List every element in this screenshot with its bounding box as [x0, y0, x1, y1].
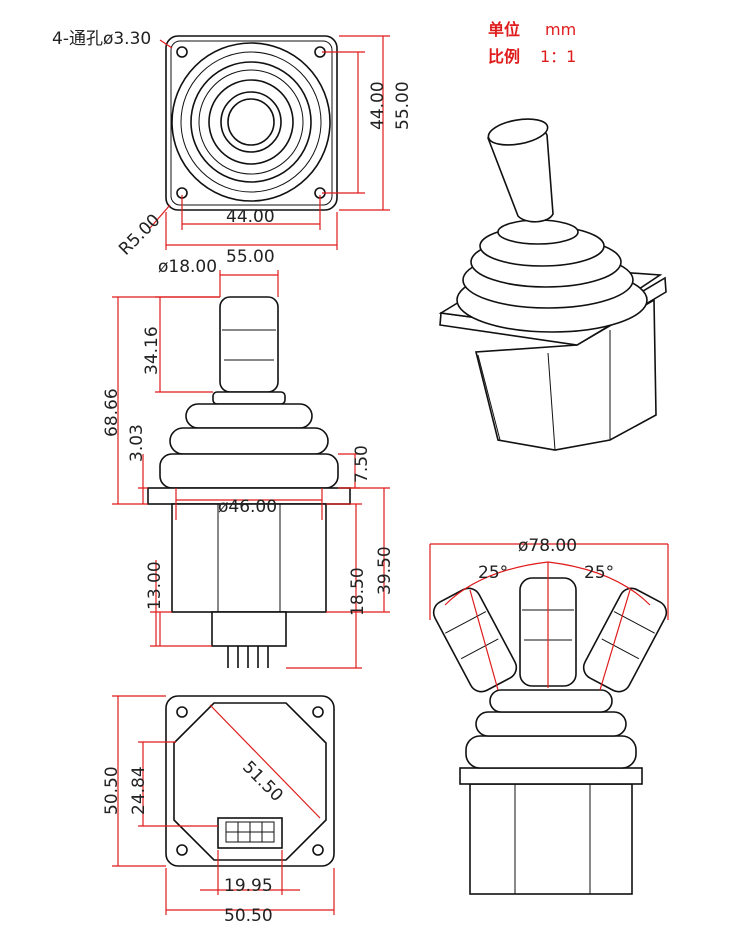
hole-callout: 4-通孔ø3.30: [52, 29, 151, 49]
swing-handle-right: [582, 587, 668, 693]
top-height-dims: [357, 36, 384, 210]
front-boot-3: [159, 453, 339, 489]
bottom-width-dim: [165, 868, 335, 915]
base-height-label: 18.50: [348, 567, 368, 616]
total-height-label: 68.66: [102, 388, 122, 437]
flange-gap-label: 3.03: [127, 424, 147, 462]
mounting-plate-inner: [170, 40, 333, 206]
boot-ring-1: [171, 42, 331, 202]
mounting-plate-outline: [165, 35, 338, 211]
swing-boot-3: [489, 689, 613, 713]
swing-view: ø78.00 25° 25°: [429, 536, 669, 895]
front-body: [171, 503, 327, 613]
bottom-offset-dim: [138, 741, 218, 827]
handle-cap: [227, 98, 275, 146]
top-inner-width: 44.00: [226, 207, 275, 227]
angle-left-label: 25°: [478, 563, 508, 583]
front-body-height-dim: [326, 487, 390, 613]
front-base-height-dim: [286, 503, 362, 669]
bottom-diagonal-dim: [209, 704, 321, 819]
swing-angle-lines: [469, 562, 631, 691]
front-view: ø18.00 34.16 68.66 3.03 7.50 ø46.00 39.5…: [102, 257, 395, 669]
swing-span-dim: [429, 543, 669, 620]
front-handle-dia-dim: [219, 270, 279, 297]
boot-ring-5: [208, 79, 294, 165]
bottom-height-dim: [112, 695, 166, 867]
top-width-dims: [166, 223, 337, 246]
front-gap-dim: [138, 454, 148, 504]
iso-collar: [497, 219, 579, 245]
swing-boot-1: [465, 735, 637, 769]
swing-span-label: ø78.00: [518, 536, 577, 556]
swing-boot-2: [475, 711, 627, 737]
connector-offset-label: 24.84: [129, 766, 149, 815]
bottom-view: 51.50 50.50 24.84 19.95 50.50: [102, 695, 335, 926]
bottom-pin-grid: [226, 822, 274, 842]
radius-leader: [149, 204, 171, 229]
iso-body-edges: [477, 330, 611, 451]
front-boot-1: [185, 403, 313, 429]
swing-body: [469, 783, 633, 895]
top-height-ext: [322, 35, 390, 211]
bottom-height-label: 50.50: [102, 766, 122, 815]
scale-value: 1：1: [540, 47, 576, 66]
bottom-octagon: [173, 702, 327, 861]
boot-ring-3: [190, 61, 312, 183]
top-view: 4-通孔ø3.30 R5.00 44.00 55.00 44.00 55.00: [52, 29, 413, 267]
scale-label: 比例: [488, 47, 520, 66]
front-boot-dia-dim: [175, 488, 323, 520]
front-body-edges: [217, 504, 281, 612]
top-outer-width: 55.00: [226, 247, 275, 267]
notes-block: 单位 mm 比例 1：1: [488, 20, 576, 66]
bottom-width-label: 50.50: [224, 906, 273, 926]
swing-body-edges: [514, 784, 591, 894]
pin-height-label: 13.00: [145, 561, 165, 610]
front-pins: [227, 646, 269, 668]
front-handle: [219, 296, 279, 393]
unit-label: 单位: [488, 20, 520, 39]
hole-leader: [159, 39, 173, 49]
boot-height-label: 7.50: [352, 445, 372, 483]
angle-right-label: 25°: [584, 563, 614, 583]
body-height-label: 39.50: [375, 546, 395, 595]
swing-flange: [459, 767, 643, 785]
boot-ring-4: [198, 69, 304, 175]
front-boot-2: [169, 427, 329, 455]
bottom-connector-width-dim: [200, 850, 300, 895]
handle-dia-label: ø18.00: [158, 257, 217, 277]
iso-handle-top: [487, 118, 549, 146]
top-inner-height: 44.00: [368, 81, 388, 130]
top-ext-lines: [165, 195, 338, 250]
bottom-hole-tr: [312, 706, 324, 718]
bottom-hole-bl: [176, 844, 188, 856]
front-handle-height-dim: [155, 296, 220, 393]
radius-label: R5.00: [115, 210, 164, 259]
diagonal-label: 51.50: [238, 757, 287, 806]
bottom-plate-outline: [165, 695, 335, 867]
front-collar: [212, 391, 286, 405]
isometric-view: [438, 118, 667, 451]
boot-dia-label: ø46.00: [218, 497, 277, 517]
top-outer-height: 55.00: [393, 81, 413, 130]
front-pin-height-dim: [150, 560, 212, 647]
mount-hole-tl: [176, 46, 188, 58]
boot-ring-2: [180, 51, 322, 193]
handle-collar: [220, 91, 282, 153]
front-handle-lines: [222, 329, 276, 361]
bottom-hole-br: [312, 844, 324, 856]
connector-width-label: 19.95: [224, 876, 273, 896]
front-connector: [211, 611, 287, 647]
unit-value: mm: [545, 20, 576, 39]
bottom-hole-tl: [176, 706, 188, 718]
handle-height-label: 34.16: [142, 326, 162, 375]
swing-handle-left: [432, 587, 518, 693]
